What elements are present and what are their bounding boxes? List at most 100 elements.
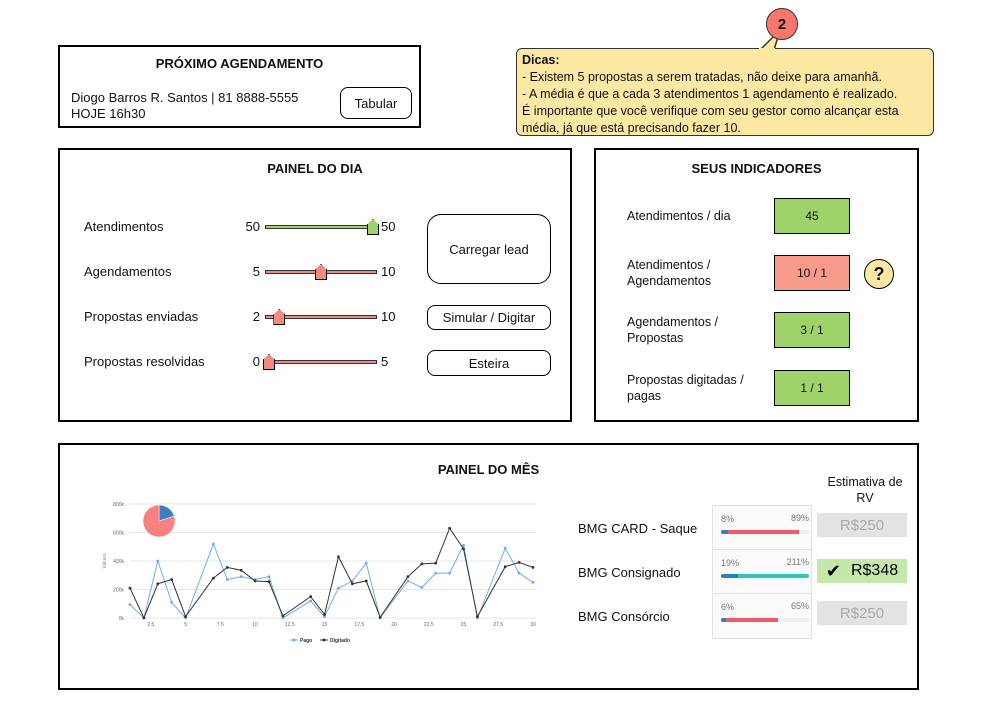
day-metric-slider[interactable] xyxy=(265,225,377,229)
data-point xyxy=(434,571,438,575)
day-metric-max: 50 xyxy=(381,219,396,234)
day-metric-max: 10 xyxy=(381,264,396,279)
data-point xyxy=(448,571,452,575)
x-tick-label: 20 xyxy=(391,622,397,628)
data-point xyxy=(281,616,285,620)
data-point xyxy=(448,526,452,530)
data-point xyxy=(128,586,132,590)
tips-line: média, já que está precisando fazer 10. xyxy=(522,121,741,135)
data-point xyxy=(267,575,271,579)
data-point xyxy=(170,600,174,604)
data-point xyxy=(239,575,243,579)
data-point xyxy=(420,585,424,589)
indicator-label: Agendamentos / Propostas xyxy=(627,315,719,345)
x-tick-label: 17.5 xyxy=(354,622,364,628)
slider-thumb[interactable] xyxy=(315,264,327,280)
load-lead-button[interactable]: Carregar lead xyxy=(427,214,551,284)
y-tick-label: 600k xyxy=(113,531,124,537)
x-tick-label: 7.5 xyxy=(217,622,224,628)
progress-end: 211% xyxy=(786,557,809,567)
data-point xyxy=(531,580,535,584)
data-point xyxy=(323,613,326,616)
y-axis-label: Values xyxy=(102,553,108,568)
indicators-title: SEUS INDICADORES xyxy=(691,161,822,176)
slider-thumb[interactable] xyxy=(273,309,286,325)
data-point xyxy=(503,565,507,569)
day-metric-value: 2 xyxy=(252,309,260,324)
indicators-panel: SEUS INDICADORES Atendimentos / dia 45 A… xyxy=(594,148,919,422)
data-point xyxy=(225,578,229,581)
data-point xyxy=(309,599,313,603)
appointment-time: HOJE 16h30 xyxy=(71,106,146,121)
indicator-value: 1 / 1 xyxy=(774,370,850,406)
help-icon[interactable]: ? xyxy=(864,259,894,289)
data-point xyxy=(309,595,313,599)
rv-value: R$348 xyxy=(850,562,899,579)
data-point xyxy=(267,580,271,584)
series-line-digitado xyxy=(129,527,534,620)
product-progress: 19% 211% xyxy=(712,549,812,595)
y-tick-label: 800k xyxy=(113,502,124,508)
data-point xyxy=(337,586,340,590)
slider-thumb[interactable] xyxy=(263,354,275,370)
legend-label: Pago xyxy=(300,638,312,644)
x-tick-label: 10 xyxy=(252,622,258,628)
product-name: BMG Consórcio xyxy=(578,609,670,624)
y-tick-label: 0k xyxy=(119,616,125,622)
legend-marker xyxy=(292,638,296,642)
data-point xyxy=(517,571,521,575)
indicator-label: Atendimentos / dia xyxy=(627,209,731,223)
month-panel-title: PAINEL DO MÊS xyxy=(437,462,540,477)
progress-start: 6% xyxy=(721,602,735,612)
slider-thumb[interactable] xyxy=(367,219,379,235)
indicator-label: Propostas digitadas / pagas xyxy=(627,373,744,403)
progress-end: 89% xyxy=(790,513,809,523)
check-icon: ✔ xyxy=(825,560,841,581)
series-line-pago xyxy=(129,542,534,620)
data-point xyxy=(337,555,340,559)
day-metric-label: Agendamentos xyxy=(84,264,172,279)
tips-badge: 2 xyxy=(766,8,798,40)
simulate-button[interactable]: Simular / Digitar xyxy=(427,305,551,330)
y-tick-label: 400k xyxy=(113,559,124,565)
progress-start: 19% xyxy=(721,558,740,568)
data-point xyxy=(517,561,521,564)
data-point xyxy=(406,579,410,583)
rv-estimate: ✔ R$348 xyxy=(817,559,907,583)
x-tick-label: 5 xyxy=(184,622,187,628)
data-point xyxy=(170,578,174,581)
data-point xyxy=(462,543,465,547)
data-point xyxy=(503,546,507,550)
pie-slice xyxy=(142,504,176,538)
x-tick-label: 22.5 xyxy=(424,622,434,628)
data-point xyxy=(211,542,215,546)
data-point xyxy=(364,579,368,583)
tips-heading: Dicas: xyxy=(522,53,560,67)
x-tick-label: 12.5 xyxy=(285,622,295,628)
day-panel-title: PAINEL DO DIA xyxy=(267,161,363,176)
product-progress: 8% 89% xyxy=(712,505,812,551)
legend-marker xyxy=(322,638,326,642)
day-panel: PAINEL DO DIA Atendimentos 50 50 Agendam… xyxy=(58,148,572,422)
tips-line: É importante que você verifique com seu … xyxy=(522,104,899,118)
x-tick-label: 15 xyxy=(322,622,328,628)
data-point xyxy=(225,566,229,569)
data-point xyxy=(184,615,187,618)
data-point xyxy=(156,559,160,563)
x-tick-label: 2.5 xyxy=(147,622,154,628)
esteira-button[interactable]: Esteira xyxy=(427,350,551,376)
data-point xyxy=(434,561,438,565)
data-point xyxy=(281,614,285,618)
day-metric-slider[interactable] xyxy=(265,360,377,364)
progress-start: 8% xyxy=(721,514,735,524)
product-progress: 6% 65% xyxy=(712,593,812,639)
data-point xyxy=(420,562,424,566)
data-point xyxy=(211,576,215,580)
data-point xyxy=(253,579,257,583)
tabular-button[interactable]: Tabular xyxy=(340,87,412,119)
indicator-value: 45 xyxy=(774,198,850,234)
data-point xyxy=(323,615,326,618)
day-metric-slider[interactable] xyxy=(265,315,377,319)
day-metric-value: 50 xyxy=(245,219,260,234)
data-point xyxy=(531,566,535,569)
